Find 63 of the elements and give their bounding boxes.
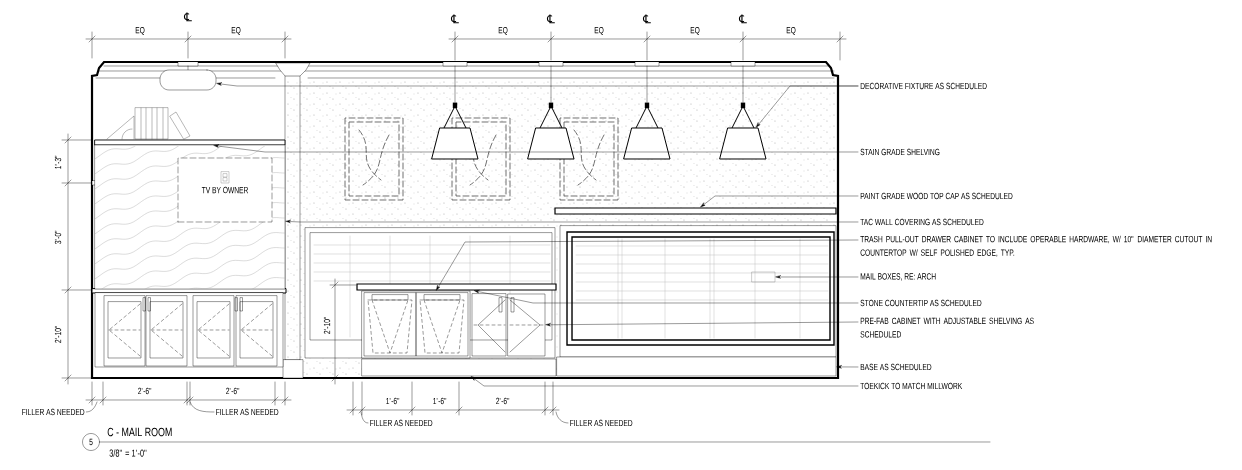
countertop [356,283,557,291]
leader-line [360,411,369,424]
tv-box: TV BY OWNER [177,157,273,223]
centerline-symbol: ℄ [546,13,556,25]
note-text: PAINT GRADE WOOD TOP CAP AS SCHEDULED [860,192,1013,200]
dimension-text: EQ [134,26,146,36]
leader-line [775,275,859,279]
note-text: TRASH PULL-OUT DRAWER CABINET TO INCLUDE OPERABLE HARDWARE, W/ 10" DIAMETER CUTOUT IN COUNTERTOP W/ SELF POLISHED EDGE, TYP. [860,235,1212,257]
note-text: FILLER AS NEEDED [22,408,85,416]
note-text: FILLER AS NEEDED [570,419,633,427]
pendant-lamp [623,61,671,160]
centerline-symbol: ℄ [450,13,460,25]
cabinet-door [507,293,546,357]
dimension-text: EQ [689,26,701,36]
leader-line [471,376,859,387]
pendant-lamp [719,61,767,160]
note-text: STONE COUNTERTIP AS SCHEDULED [860,299,982,307]
leader-line [86,401,98,413]
note-text: FILLER AS NEEDED [216,408,279,416]
ceiling-fixture [159,61,217,91]
centerline-symbol: ℄ [642,13,652,25]
dimension-text: EQ [497,26,509,36]
note-text: TAC WALL COVERING AS SCHEDULED [860,218,984,226]
dimension-text: 2'-10" [322,314,332,336]
dimension-text: 1'-3" [53,153,63,171]
leader-line [545,321,859,327]
dimension-text: 1'-6" [384,396,402,406]
note-text: FILLER AS NEEDED [370,419,433,427]
leader-line [700,195,859,208]
top-cap [554,207,837,215]
leader-line [213,144,859,153]
dimension-text: EQ [230,26,242,36]
leader-line [756,85,859,128]
leader-line [436,239,859,291]
note-text: BASE AS SCHEDULED [860,363,932,371]
mailbox [751,271,776,283]
dimension-text: 3'-0" [53,228,63,246]
note-text: PRE-FAB CABINET WITH ADJUSTABLE SHELVING AS SCHEDULED [860,317,1034,338]
leader-line [474,290,859,304]
base-trim [556,356,837,377]
dimension-text: 2'-6" [494,396,512,406]
note-text: DECORATIVE FIXTURE AS SCHEDULED [860,82,987,90]
note-text: TOEKICK TO MATCH MILLWORK [860,382,963,390]
leader-line [189,401,215,413]
dimension-text: EQ [785,26,797,36]
centerline-symbol: ℄ [183,11,193,23]
leader-line [285,220,859,224]
pendant-lamp [431,61,479,160]
dimension-text: EQ [593,26,605,36]
toekick [361,358,557,377]
pendant-lamp [527,61,575,160]
leader-line [555,411,569,424]
callout-number: 5 [82,433,100,451]
dimension-text: 2'-10" [53,323,63,345]
dimension-text: 2'-6" [224,386,242,396]
dimension-text: 2'-6" [136,386,154,396]
scale-text: 3/8" = 1'-0" [109,449,147,457]
note-text: MAIL BOXES, RE: ARCH [860,273,936,281]
note-text: STAIN GRADE SHELVING [860,148,940,156]
dimension-text: 1'-6" [431,396,449,406]
leader-line [836,365,859,369]
drawing-title: C - MAIL ROOM [107,427,172,437]
centerline-symbol: ℄ [738,13,748,25]
